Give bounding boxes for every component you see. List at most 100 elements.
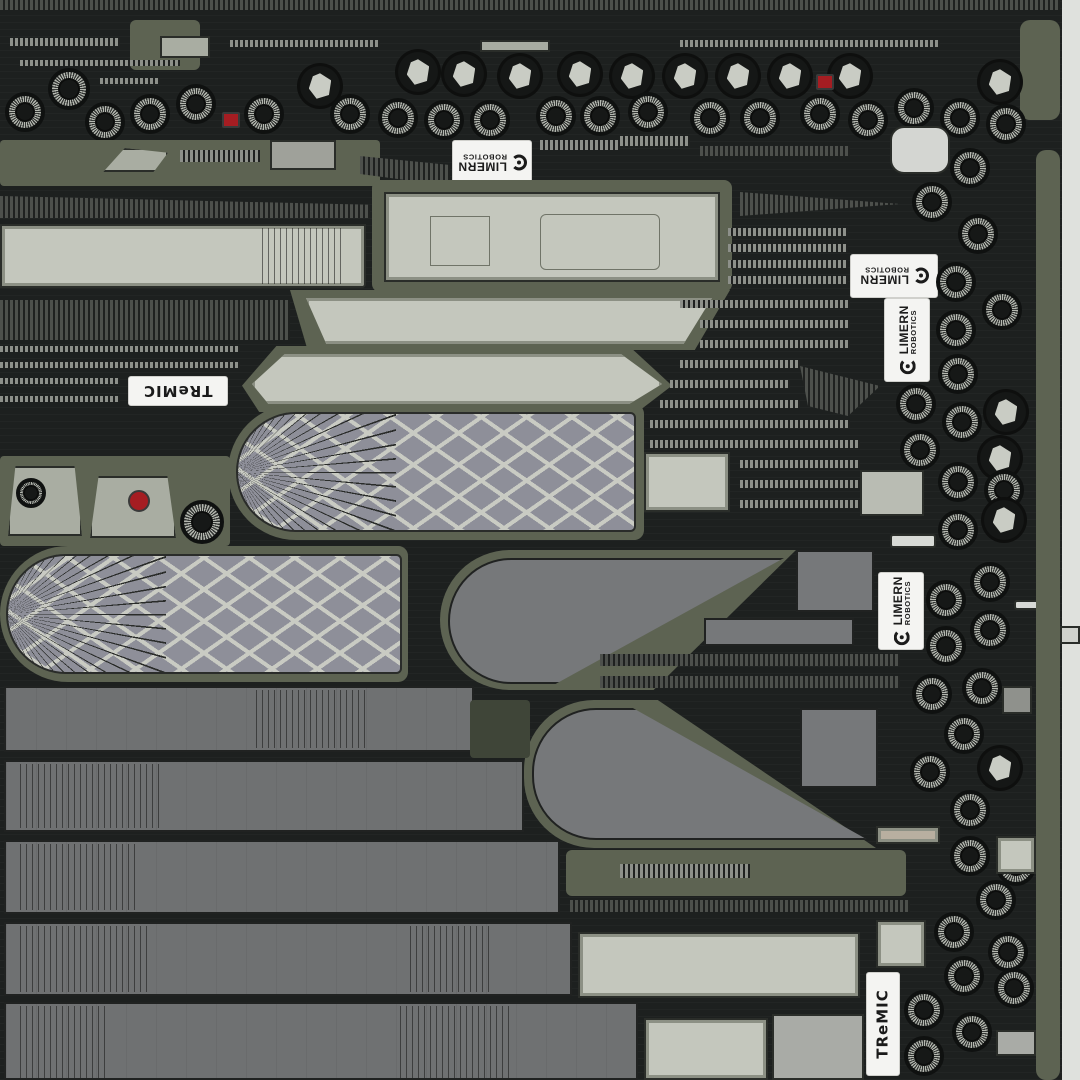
edge-plate-b bbox=[1002, 686, 1032, 714]
top-strip-d bbox=[20, 60, 180, 66]
red-indicator bbox=[128, 490, 150, 512]
rib-strip-1 bbox=[728, 228, 848, 236]
hex-bolt-icon bbox=[980, 62, 1020, 102]
upper-center-panel bbox=[384, 192, 720, 282]
gray-slab-1-grooves bbox=[256, 690, 366, 748]
circular-vent-icon bbox=[176, 84, 216, 124]
bottom-plate-b bbox=[772, 1014, 864, 1080]
gray-slab-5 bbox=[4, 1002, 638, 1080]
small-tab bbox=[860, 470, 924, 516]
hex-bolt-icon bbox=[984, 500, 1024, 540]
circular-vent-icon bbox=[628, 92, 668, 132]
circular-vent-icon bbox=[938, 510, 978, 550]
circular-vent-icon bbox=[424, 100, 464, 140]
lower-square-plate bbox=[876, 920, 926, 968]
gray-slab-2-grooves bbox=[20, 764, 160, 828]
rib-strip-left-2 bbox=[0, 362, 240, 368]
gray-bar-a bbox=[704, 618, 854, 646]
circular-vent-icon bbox=[994, 968, 1034, 1008]
circular-vent-icon bbox=[958, 214, 998, 254]
circular-vent-icon bbox=[896, 384, 936, 424]
device-box-a bbox=[8, 466, 82, 536]
olive-right-trim bbox=[1036, 150, 1060, 1080]
gray-slab-4-grooves bbox=[20, 926, 150, 992]
gray-plate-b bbox=[800, 708, 878, 788]
hex-bolt-icon bbox=[986, 392, 1026, 432]
strip-i bbox=[620, 136, 690, 146]
hex-bolt-icon bbox=[500, 56, 540, 96]
circular-vent-icon bbox=[986, 104, 1026, 144]
hex-bolt-icon bbox=[612, 56, 652, 96]
dark-rail-b bbox=[0, 300, 290, 340]
rib-strip-r11 bbox=[740, 500, 860, 508]
strip-f bbox=[180, 150, 260, 162]
swirl-icon bbox=[510, 155, 527, 171]
hex-bolt-icon bbox=[980, 748, 1020, 788]
left-long-panel-grooves bbox=[262, 228, 346, 284]
circular-vent-icon bbox=[912, 182, 952, 222]
circular-vent-icon bbox=[938, 462, 978, 502]
top-strip-e bbox=[100, 78, 160, 84]
circular-vent-icon bbox=[912, 674, 952, 714]
circular-vent-icon bbox=[936, 262, 976, 302]
gray-slab-5-grooves-b bbox=[400, 1006, 510, 1078]
panel-outline-a bbox=[430, 216, 490, 266]
circular-vent-icon bbox=[950, 790, 990, 830]
circular-vent-icon bbox=[988, 932, 1028, 972]
circular-vent-icon bbox=[962, 668, 1002, 708]
circular-vent-icon bbox=[950, 836, 990, 876]
top-strip-b bbox=[230, 40, 380, 47]
dark-wedge-r bbox=[800, 366, 880, 416]
lower-wing-panel bbox=[252, 354, 662, 404]
gray-slab-4-grooves-b bbox=[410, 926, 490, 992]
swirl-icon bbox=[899, 358, 915, 375]
circular-vent-icon bbox=[942, 402, 982, 442]
circular-vent-icon bbox=[982, 290, 1022, 330]
lower-light-panel bbox=[578, 932, 860, 998]
red-indicator bbox=[816, 74, 834, 90]
hex-bolt-icon bbox=[560, 54, 600, 94]
robotics-text: ROBOTICS bbox=[908, 310, 918, 355]
small-tab bbox=[890, 534, 936, 548]
circular-vent-icon bbox=[470, 100, 510, 140]
top-strip-c bbox=[680, 40, 940, 47]
circular-vent-icon bbox=[690, 98, 730, 138]
rib-strip-r8 bbox=[650, 440, 860, 448]
gray-slab-1 bbox=[4, 686, 474, 752]
gray-plate-a bbox=[796, 550, 874, 612]
tremic-decal: TReMIC bbox=[866, 972, 900, 1076]
limern-text: LIMERN bbox=[890, 576, 905, 626]
dark-bar-b bbox=[600, 676, 900, 688]
rib-strip-r7 bbox=[650, 420, 850, 428]
circular-vent-icon bbox=[926, 580, 966, 620]
circular-vent-icon bbox=[944, 956, 984, 996]
rib-strip-left-4 bbox=[0, 396, 120, 402]
top-plate-b bbox=[480, 40, 550, 52]
hex-bolt-icon bbox=[718, 56, 758, 96]
hex-bolt-icon bbox=[770, 56, 810, 96]
circular-vent-icon bbox=[85, 102, 125, 142]
rib-strip-r10 bbox=[740, 480, 860, 488]
limern-text: LIMERN bbox=[896, 305, 911, 355]
rib-strip-3 bbox=[728, 260, 848, 268]
upper-wing-panel bbox=[306, 298, 712, 344]
circular-vent-icon bbox=[5, 92, 45, 132]
circular-vent-icon bbox=[378, 98, 418, 138]
rib-strip-r6 bbox=[660, 400, 800, 408]
circular-vent-icon bbox=[244, 94, 284, 134]
rib-strip-4 bbox=[728, 276, 848, 284]
rounded-plate bbox=[890, 126, 950, 174]
robotics-text: ROBOTICS bbox=[462, 152, 507, 162]
circular-vent-icon bbox=[944, 714, 984, 754]
tremic-decal: TReMIC bbox=[128, 376, 228, 406]
dark-bar-a bbox=[600, 654, 900, 666]
limern-robotics-decal: LIMERN ROBOTICS bbox=[850, 254, 938, 298]
top-vent-strip bbox=[0, 0, 1060, 10]
limern-robotics-decal: LIMERN ROBOTICS bbox=[884, 298, 930, 382]
rib-strip-r4 bbox=[680, 360, 800, 368]
strip-h bbox=[540, 140, 620, 150]
hex-bolt-icon bbox=[444, 54, 484, 94]
square-plate-a bbox=[270, 140, 336, 170]
tremic-text: TReMIC bbox=[874, 989, 893, 1059]
robotics-text: ROBOTICS bbox=[902, 581, 912, 626]
